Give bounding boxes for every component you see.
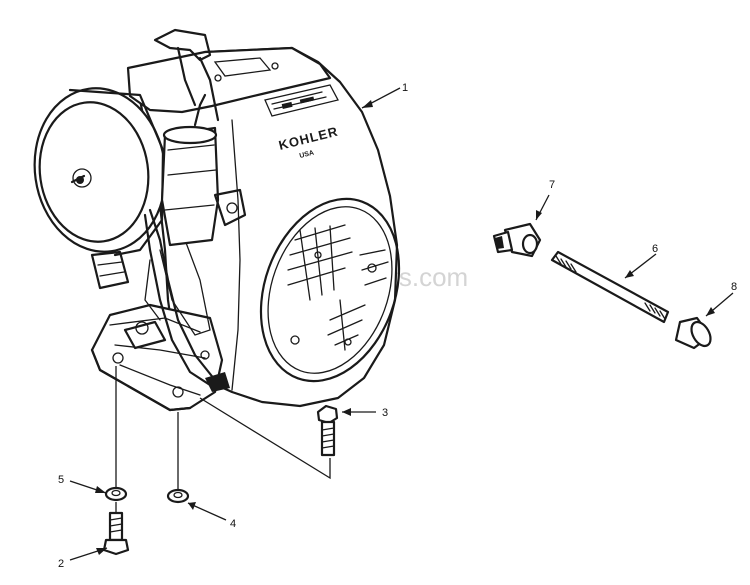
engine-assembly: KOHLER USA: [33, 28, 401, 412]
arrowheads: [95, 100, 715, 555]
ignition-coil: [153, 28, 220, 247]
part-7-elbow-fitting: [492, 222, 542, 258]
part-4-nut: [166, 488, 190, 504]
callout-7: 7: [549, 179, 555, 191]
part-2-bolt: [102, 511, 130, 556]
flywheel-cover: [33, 87, 167, 257]
label-plate: [264, 84, 339, 117]
callout-8: 8: [731, 281, 737, 293]
mounting-base: [90, 303, 224, 412]
brand-sub: USA: [299, 150, 315, 160]
callout-3: 3: [382, 407, 388, 419]
part-3-bolt: [316, 404, 339, 457]
leader-lines: [69, 87, 734, 561]
part-5-nut: [104, 486, 128, 502]
callout-6: 6: [652, 243, 658, 255]
callout-5: 5: [58, 474, 64, 486]
callout-4: 4: [230, 518, 236, 530]
part-8-cap: [674, 316, 712, 350]
intake-screen: [259, 197, 401, 383]
callout-1: 1: [402, 82, 408, 94]
callout-2: 2: [58, 558, 64, 570]
part-6-stud: [550, 250, 670, 324]
